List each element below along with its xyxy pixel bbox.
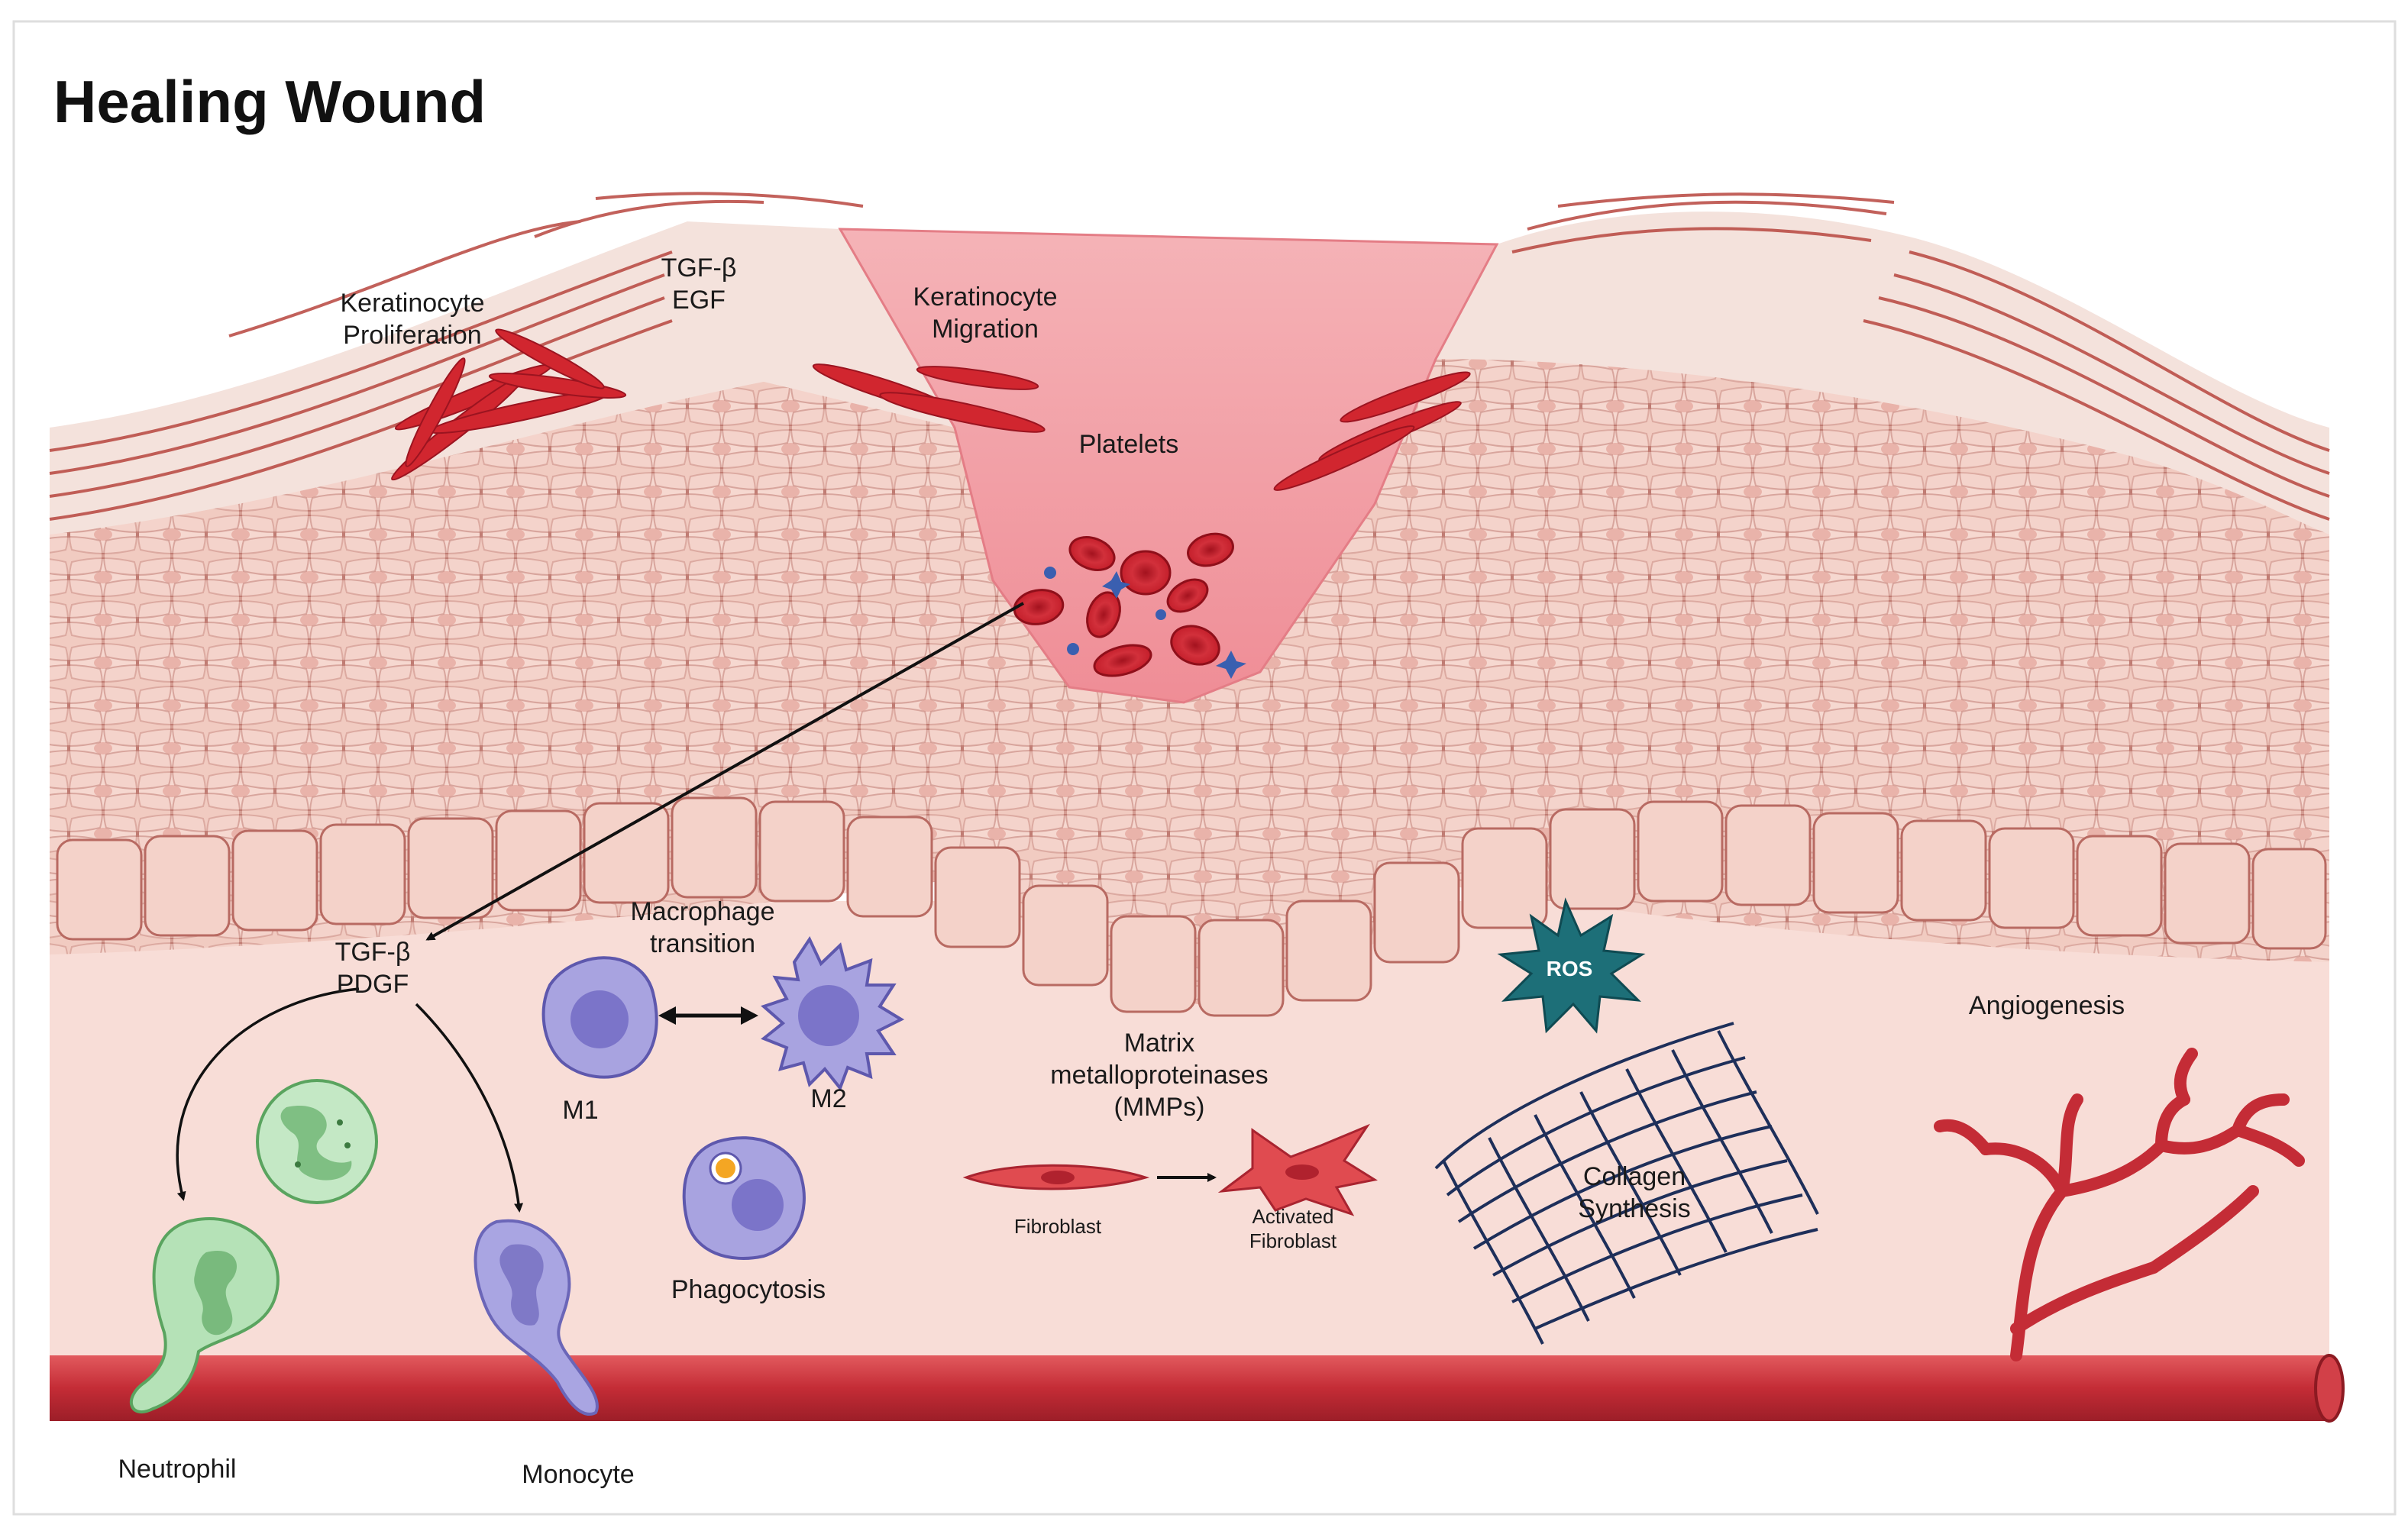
svg-text:metalloproteinases: metalloproteinases — [1050, 1061, 1268, 1090]
label-tgf-egf: TGF-β EGF — [661, 254, 737, 315]
wound-bed — [838, 228, 1499, 704]
svg-text:Matrix: Matrix — [1124, 1029, 1195, 1058]
svg-text:Synthesis: Synthesis — [1578, 1194, 1690, 1223]
label-macrophage-transition: Macrophage transition — [630, 897, 774, 958]
label-mmps: Matrix metalloproteinases (MMPs) — [1050, 1029, 1268, 1122]
angiogenesis-vessels — [1934, 1048, 2305, 1361]
label-platelets: Platelets — [1079, 430, 1178, 459]
label-tgf-pdgf: TGF-β PDGF — [335, 938, 411, 999]
label-collagen-synthesis: Collagen Synthesis — [1578, 1162, 1690, 1223]
svg-text:transition: transition — [650, 929, 755, 958]
arrow-to-neutrophil — [176, 987, 360, 1201]
label-m2: M2 — [810, 1084, 846, 1113]
keratinocytes-right — [1273, 371, 1471, 491]
svg-text:Proliferation: Proliferation — [343, 321, 481, 350]
collagen-mesh — [1434, 1022, 1819, 1345]
neutrophil-extravasating — [130, 1217, 280, 1414]
svg-text:EGF: EGF — [672, 286, 726, 315]
svg-text:Activated: Activated — [1252, 1205, 1334, 1228]
svg-text:TGF-β: TGF-β — [335, 938, 411, 967]
platelet-icons — [1044, 567, 1246, 679]
label-activated-fibroblast: Activated Fibroblast — [1249, 1205, 1337, 1252]
macrophage-transition-arrow — [658, 1006, 758, 1025]
macrophage-m1 — [541, 956, 658, 1079]
label-neutrophil: Neutrophil — [118, 1455, 237, 1484]
red-blood-cells — [1013, 532, 1234, 677]
keratinocytes-left — [391, 328, 627, 481]
fibroblast — [962, 1164, 1150, 1190]
svg-text:TGF-β: TGF-β — [661, 254, 737, 283]
label-fibroblast: Fibroblast — [1014, 1215, 1102, 1238]
label-ros: ROS — [1547, 957, 1593, 980]
svg-text:Keratinocyte: Keratinocyte — [341, 289, 485, 318]
label-phagocytosis: Phagocytosis — [671, 1275, 826, 1304]
label-angiogenesis: Angiogenesis — [1969, 991, 2125, 1020]
basal-cell-row — [56, 796, 2327, 1017]
monocyte-extravasating — [474, 1219, 599, 1416]
macrophage-m2 — [761, 935, 905, 1092]
activated-fibroblast — [1217, 1123, 1378, 1216]
page-title: Healing Wound — [53, 68, 486, 135]
svg-text:PDGF: PDGF — [337, 970, 409, 999]
svg-text:Macrophage: Macrophage — [630, 897, 774, 926]
svg-text:Migration: Migration — [932, 315, 1039, 344]
label-keratinocyte-migration: Keratinocyte Migration — [913, 283, 1058, 344]
svg-text:Fibroblast: Fibroblast — [1249, 1229, 1337, 1252]
stratum-corneum-stripes — [49, 192, 2330, 521]
svg-text:Keratinocyte: Keratinocyte — [913, 283, 1058, 312]
svg-text:(MMPs): (MMPs) — [1114, 1093, 1205, 1122]
blood-vessel — [50, 1354, 2345, 1423]
arrow-to-monocyte — [415, 1003, 524, 1213]
label-monocyte: Monocyte — [522, 1460, 634, 1489]
ros-icon — [1497, 897, 1646, 1034]
label-keratinocyte-proliferation: Keratinocyte Proliferation — [341, 289, 485, 350]
keratinocytes-center — [812, 363, 1046, 433]
platelet-signal-arrow — [425, 602, 1024, 941]
label-m1: M1 — [562, 1096, 598, 1125]
svg-text:Collagen: Collagen — [1583, 1162, 1686, 1191]
macrophage-phagocytosis — [682, 1136, 806, 1260]
neutrophil-free — [256, 1079, 378, 1204]
